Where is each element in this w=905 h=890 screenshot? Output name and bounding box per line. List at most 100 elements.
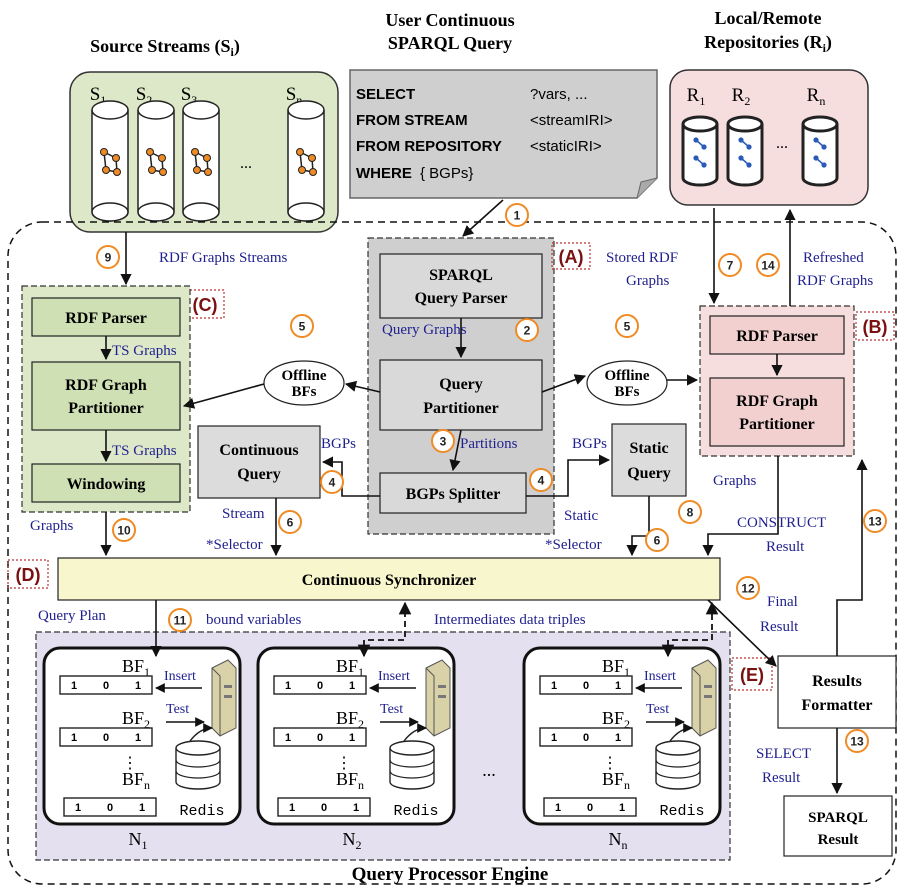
stream-cylinder-4: Sn — [286, 84, 325, 222]
stream-ellipsis: ... — [240, 155, 252, 172]
step-marker-12: 12 — [736, 576, 760, 600]
windowing-box — [31, 463, 181, 503]
sparql-result-label-2: Result — [818, 832, 859, 848]
repo-label-3: Rn — [807, 85, 826, 108]
user-query-header-1: User Continuous — [385, 10, 514, 30]
step-marker-4: 4 — [529, 468, 553, 492]
svg-text:BGPs: BGPs — [572, 436, 607, 452]
continuous-synchronizer-bar — [57, 557, 721, 601]
continuous-query-box — [197, 425, 321, 499]
query-partitioner-box — [379, 359, 543, 431]
step-marker-3: 3 — [431, 429, 455, 453]
step-marker-13: 13 — [845, 729, 869, 753]
continuous-query-label-1: Continuous — [219, 442, 298, 459]
query-partitioner-label-2: Partitioner — [423, 400, 499, 417]
step-number: 3 — [440, 435, 447, 449]
bloom-filter-label: BF2 — [336, 708, 364, 731]
offline-bfs-left-label-2: BFs — [291, 384, 316, 400]
query-card — [349, 69, 658, 199]
rdf-parser-left-box — [31, 297, 181, 337]
repo-ellipsis: ... — [776, 135, 788, 152]
step-number: 4 — [538, 474, 545, 488]
bit-value: 1 — [139, 802, 145, 814]
node-label-1: N1 — [129, 829, 148, 852]
step-marker-6: 6 — [278, 510, 302, 534]
query-val-select: ?vars, ... — [530, 86, 588, 103]
dashed-arrows — [357, 601, 719, 658]
section-label-d: (D) — [7, 559, 49, 589]
repo-cylinder-1: R1 — [681, 85, 719, 187]
svg-text:BGPs: BGPs — [321, 436, 356, 452]
step-marker-1: 1 — [505, 203, 529, 227]
step-marker-4: 4 — [320, 470, 344, 494]
results-formatter-box — [777, 655, 897, 729]
bloom-filter-label: BF2 — [122, 708, 150, 731]
static-query-box — [611, 423, 687, 497]
user-query-header-2: SPARQL Query — [388, 33, 512, 53]
stream-label-4: Sn — [286, 84, 303, 107]
bloom-filter-label: BF2 — [602, 708, 630, 731]
node-label-3: Nn — [609, 829, 628, 852]
sparql-result-box — [783, 795, 893, 857]
vertical-ellipsis: ⋮ — [336, 755, 352, 772]
svg-text:bound variables: bound variables — [206, 612, 302, 628]
repo-cylinders: R1 R2 Rn — [681, 85, 839, 187]
bit-value: 1 — [71, 732, 77, 744]
step-marker-14: 14 — [756, 253, 780, 277]
query-kw-where: WHERE — [356, 165, 412, 182]
stream-cylinder-2: S2 — [136, 84, 175, 222]
redis-db-icon — [175, 723, 221, 790]
bit-value: 1 — [349, 732, 355, 744]
offline-bfs-right — [586, 360, 668, 406]
bit-value: 1 — [551, 732, 557, 744]
bit-value: 1 — [615, 732, 621, 744]
stream-label-2: S2 — [136, 84, 153, 107]
bit-value: 1 — [285, 732, 291, 744]
results-formatter-label-2: Formatter — [801, 697, 872, 714]
rdf-graph-partitioner-left-label-2: Partitioner — [68, 400, 144, 417]
bit-value: 1 — [615, 680, 621, 692]
bit-value: 0 — [317, 732, 323, 744]
results-formatter-label-1: Results — [812, 673, 862, 690]
svg-text:Query Plan: Query Plan — [38, 608, 106, 624]
step-marker-5: 5 — [615, 314, 639, 338]
rdf-parser-left-label: RDF Parser — [65, 310, 147, 327]
step-marker-7: 7 — [718, 253, 742, 277]
graph-icon — [191, 148, 212, 176]
rdf-graph-partitioner-right-box — [709, 377, 845, 447]
repo-cylinder-2: R2 — [726, 85, 764, 187]
graph-icon — [693, 137, 707, 168]
step-marker-9: 9 — [96, 245, 120, 269]
repo-label-1: R1 — [687, 85, 706, 108]
node-ellipsis: ... — [482, 760, 496, 780]
stream-label-1: S1 — [90, 84, 107, 107]
bit-value: 0 — [103, 680, 109, 692]
step-number: 10 — [117, 524, 131, 538]
step-marker-8: 8 — [678, 500, 702, 524]
continuous-synchronizer-label: Continuous Synchronizer — [302, 572, 476, 589]
bgps-splitter-box — [379, 472, 527, 514]
step-number: 5 — [299, 320, 306, 334]
bit-value: 1 — [619, 802, 625, 814]
repo-cylinder-3: Rn — [801, 85, 839, 187]
test-label: Test — [380, 702, 403, 717]
step-number: 5 — [624, 320, 631, 334]
svg-text:(C): (C) — [193, 295, 218, 315]
rdf-graph-partitioner-left-box — [31, 361, 181, 431]
stream-cylinder-1: S1 — [90, 84, 129, 222]
bit-value: 1 — [289, 802, 295, 814]
step-marker-11: 11 — [168, 608, 192, 632]
bit-value: 0 — [103, 732, 109, 744]
step-number: 6 — [654, 534, 661, 548]
bit-value: 0 — [587, 802, 593, 814]
redis-label: Redis — [179, 803, 224, 820]
